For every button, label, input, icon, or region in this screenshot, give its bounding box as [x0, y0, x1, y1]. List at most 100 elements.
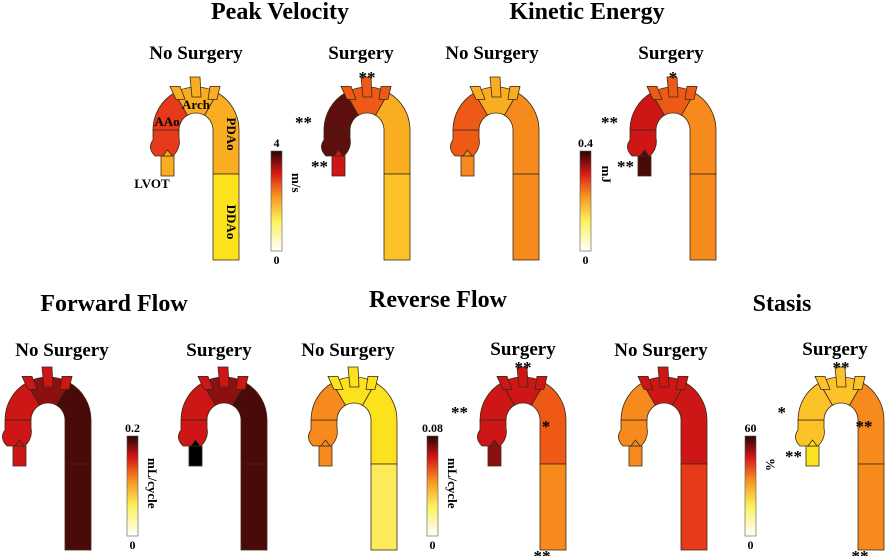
ascending-aorta-segment [477, 419, 507, 447]
aorta-panel-stasis-surgery: Surgery********* [778, 339, 885, 556]
head-vessel-branch [834, 366, 847, 388]
ascending-aorta-segment [178, 419, 208, 447]
panel-label: Surgery [802, 339, 868, 360]
head-vessel-branch [684, 86, 698, 100]
head-vessel-branch [59, 376, 73, 390]
title-reverse-flow: Reverse Flow [369, 287, 508, 313]
lvot-segment [460, 155, 475, 177]
significance-star: * [669, 68, 678, 87]
aortic-valve-mark [190, 439, 201, 447]
head-vessel-branch [169, 86, 186, 100]
head-vessel-branch [197, 376, 214, 390]
colorbar-stasis: 600% [745, 421, 779, 552]
proximal-descending-aorta-segment [503, 92, 540, 175]
lvot-segment [805, 445, 820, 467]
panel-label: Surgery [186, 340, 252, 361]
head-vessel-branch [675, 376, 689, 390]
ascending-aorta-segment [308, 419, 338, 447]
distal-descending-aorta-segment [512, 173, 540, 261]
ascending-aorta-segment [795, 419, 825, 447]
head-vessel-branch [507, 86, 521, 100]
panel-label: No Surgery [149, 43, 243, 64]
panel-label: Surgery [638, 43, 704, 64]
ascending-aorta-segment [627, 129, 657, 157]
panel-label: No Surgery [15, 340, 109, 361]
lvot-segment [487, 445, 502, 467]
lvot-segment [160, 155, 175, 177]
title-forward-flow: Forward Flow [40, 291, 188, 317]
colorbar-unit-label: mL/cycle [445, 458, 460, 509]
colorbar-max-label: 4 [274, 136, 280, 150]
aorta-panel-forward-flow-no-surgery: No Surgery [2, 340, 109, 551]
colorbar-unit-label: m/s [289, 173, 304, 193]
segment-label-arch: Arch [182, 97, 211, 112]
head-vessel-branch [534, 376, 548, 390]
colorbar-peak-velocity: 4 0 m/s [270, 136, 304, 267]
proximal-descending-aorta-segment [203, 92, 240, 175]
aorta-panel-reverse-flow-surgery: Surgery******* [451, 339, 567, 556]
head-vessel-branch [378, 86, 392, 100]
ascending-aorta-segment [150, 129, 180, 157]
significance-star: ** [451, 403, 468, 422]
proximal-descending-aorta-segment [680, 92, 717, 175]
head-vessel-branch [516, 366, 529, 388]
lvot-segment [628, 445, 643, 467]
head-vessel-branch [852, 376, 866, 390]
significance-star: * [542, 417, 551, 436]
aortic-valve-mark [162, 149, 173, 157]
panel-label: No Surgery [445, 43, 539, 64]
distal-descending-aorta-segment [64, 463, 92, 551]
segment-label-pdao: PDAo [224, 117, 239, 150]
head-vessel-branch [489, 76, 502, 98]
colorbar-max-label: 60 [745, 421, 757, 435]
aorta-panel-peak-velocity-surgery: Surgery****** [295, 43, 411, 261]
significance-star: ** [601, 113, 618, 132]
colorbar-max-label: 0.4 [578, 136, 593, 150]
head-vessel-branch [657, 366, 670, 388]
aortic-valve-mark [320, 439, 331, 447]
aortic-valve-mark [14, 439, 25, 447]
ascending-aorta-segment [2, 419, 32, 447]
colorbar-max-label: 0.2 [125, 421, 140, 435]
ascending-aorta-segment [450, 129, 480, 157]
proximal-descending-aorta-segment [848, 382, 885, 465]
segment-label-aao: AAo [154, 114, 179, 129]
lvot-segment [318, 445, 333, 467]
panel-label: No Surgery [614, 340, 708, 361]
significance-star: ** [534, 547, 551, 556]
head-vessel-branch [347, 366, 360, 388]
aortic-valve-mark [639, 149, 650, 157]
proximal-descending-aorta-segment [231, 382, 268, 465]
aortic-valve-mark [462, 149, 473, 157]
proximal-descending-aorta-segment [55, 382, 92, 465]
colorbar-gradient [744, 435, 757, 537]
significance-star: ** [311, 157, 328, 176]
head-vessel-branch [365, 376, 379, 390]
proximal-descending-aorta-segment [374, 92, 411, 175]
lvot-segment [12, 445, 27, 467]
title-stasis: Stasis [753, 291, 812, 317]
aortic-valve-mark [630, 439, 641, 447]
ascending-aorta-segment [321, 129, 351, 157]
distal-descending-aorta-segment [212, 173, 240, 261]
aorta-panel-stasis-no-surgery: No Surgery [614, 340, 708, 551]
significance-star: ** [852, 547, 869, 556]
significance-star: ** [833, 358, 850, 377]
head-vessel-branch [327, 376, 344, 390]
lvot-segment [331, 155, 346, 177]
aortic-valve-mark [489, 439, 500, 447]
significance-star: ** [785, 447, 802, 466]
distal-descending-aorta-segment [689, 173, 717, 261]
colorbar-gradient [270, 150, 283, 252]
panel-label: Surgery [328, 43, 394, 64]
head-vessel-branch [496, 376, 513, 390]
colorbar-min-label: 0 [274, 253, 280, 267]
head-vessel-branch [637, 376, 654, 390]
head-vessel-branch [360, 76, 373, 98]
segment-label-ddao: DDAo [224, 205, 239, 240]
aorta-panel-reverse-flow-no-surgery: No Surgery [301, 340, 398, 551]
head-vessel-branch [666, 76, 679, 98]
